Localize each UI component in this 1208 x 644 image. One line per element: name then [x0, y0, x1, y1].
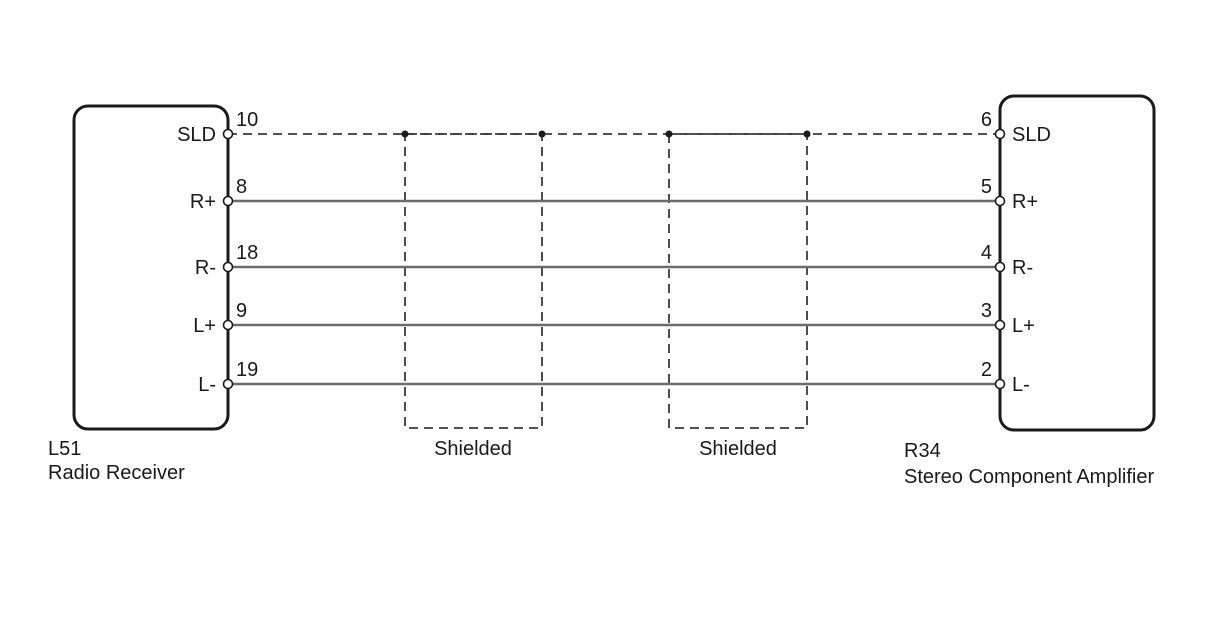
- right-pin-number: 3: [981, 300, 992, 322]
- right-component-code: R34: [904, 440, 941, 462]
- left-signal-label: R+: [190, 191, 216, 213]
- left-terminal: [222, 195, 234, 207]
- left-terminal: [222, 128, 234, 140]
- right-signal-label: L+: [1012, 315, 1035, 337]
- shield-junction-dot: [401, 130, 409, 138]
- shield-junction-dot: [538, 130, 546, 138]
- right-component-name: Stereo Component Amplifier: [904, 466, 1154, 488]
- left-signal-label: SLD: [177, 124, 216, 146]
- left-signal-label: R-: [195, 257, 216, 279]
- left-component-code: L51: [48, 438, 81, 460]
- left-terminal: [222, 261, 234, 273]
- left-pin-number: 10: [236, 109, 258, 131]
- left-terminal: [222, 319, 234, 331]
- right-terminal: [994, 261, 1006, 273]
- right-pin-number: 5: [981, 176, 992, 198]
- left-signal-label: L-: [198, 374, 216, 396]
- wires-group: [228, 133, 1000, 386]
- right-pin-number: 4: [981, 242, 992, 264]
- left-signal-label: L+: [193, 315, 216, 337]
- left-pin-number: 9: [236, 300, 247, 322]
- right-terminal: [994, 319, 1006, 331]
- right-signal-label: R-: [1012, 257, 1033, 279]
- left-pin-number: 8: [236, 176, 247, 198]
- left-component-name: Radio Receiver: [48, 462, 185, 484]
- right-signal-label: SLD: [1012, 124, 1051, 146]
- left-terminal: [222, 378, 234, 390]
- right-terminal: [994, 378, 1006, 390]
- shield-label: Shielded: [699, 438, 777, 460]
- right-signal-label: L-: [1012, 374, 1030, 396]
- shield-label: Shielded: [434, 438, 512, 460]
- right-pin-number: 6: [981, 109, 992, 131]
- right-pin-number: 2: [981, 359, 992, 381]
- right-terminal: [994, 128, 1006, 140]
- left-pin-number: 18: [236, 242, 258, 264]
- left-pin-number: 19: [236, 359, 258, 381]
- right-terminal: [994, 195, 1006, 207]
- right-signal-label: R+: [1012, 191, 1038, 213]
- shield-junction-dot: [803, 130, 811, 138]
- shield-junction-dot: [665, 130, 673, 138]
